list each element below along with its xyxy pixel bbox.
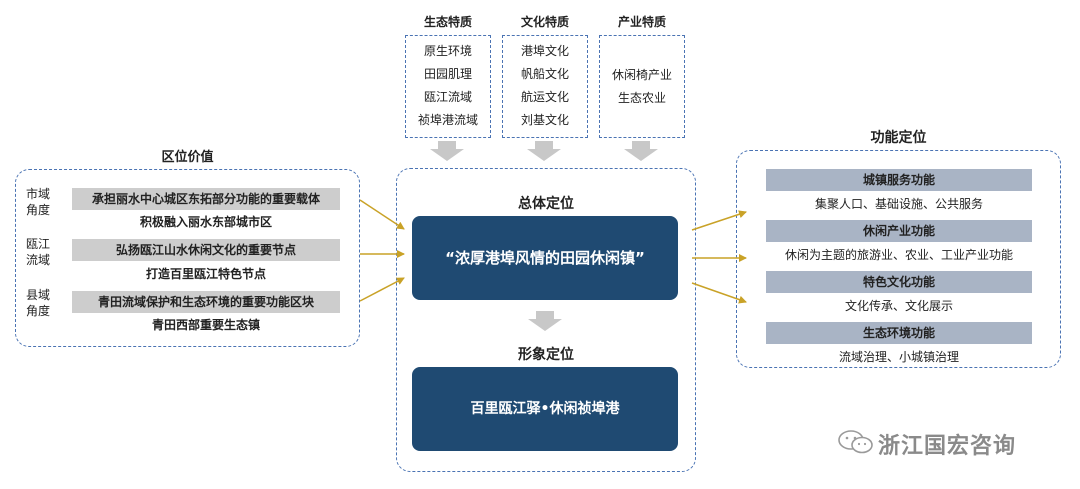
function-panel bbox=[736, 150, 1061, 368]
trait-item: 生态农业 bbox=[617, 91, 666, 105]
row-label: 县域 角度 bbox=[26, 288, 51, 318]
location-bar: 承担丽水中心城区东拓部分功能的重要载体 bbox=[72, 188, 340, 210]
location-value-panel bbox=[15, 169, 360, 347]
image-title: 形象定位 bbox=[518, 347, 574, 363]
overall-title: 总体定位 bbox=[518, 196, 574, 212]
location-bar: 弘扬瓯江山水休闲文化的重要节点 bbox=[72, 239, 340, 261]
arrow-icon bbox=[691, 282, 747, 304]
location-line: 积极融入丽水东部城市区 bbox=[139, 215, 272, 229]
function-line: 文化传承、文化展示 bbox=[844, 299, 953, 313]
arrow-icon bbox=[691, 210, 747, 231]
function-line: 流域治理、小城镇治理 bbox=[838, 350, 959, 364]
location-bar: 青田流域保护和生态环境的重要功能区块 bbox=[72, 291, 340, 313]
trait-item: 帆船文化 bbox=[520, 67, 569, 81]
function-bar: 城镇服务功能 bbox=[766, 169, 1032, 191]
trait-item: 港埠文化 bbox=[520, 44, 569, 58]
down-arrow-icon bbox=[430, 141, 464, 161]
trait-item: 田园肌理 bbox=[423, 67, 472, 81]
location-value-title: 区位价值 bbox=[161, 150, 214, 165]
trait-item: 休闲椅产业 bbox=[611, 68, 672, 82]
function-bar: 特色文化功能 bbox=[766, 271, 1032, 293]
row-label: 市域 角度 bbox=[26, 187, 51, 217]
function-line: 集聚人口、基础设施、公共服务 bbox=[814, 197, 983, 211]
down-arrow-icon bbox=[624, 141, 658, 161]
trait-box-culture: 港埠文化 帆船文化 航运文化 刘基文化 bbox=[502, 35, 588, 138]
down-arrow-icon bbox=[527, 141, 561, 161]
trait-box-ecology: 原生环境 田园肌理 瓯江流域 祯埠港流域 bbox=[405, 35, 491, 138]
trait-item: 祯埠港流域 bbox=[417, 113, 478, 127]
arrow-icon bbox=[359, 277, 405, 302]
trait-title-culture: 文化特质 bbox=[520, 15, 569, 29]
trait-item: 原生环境 bbox=[423, 44, 472, 58]
overall-positioning-box: “浓厚港埠风情的田园休闲镇” bbox=[412, 216, 678, 300]
function-bar: 生态环境功能 bbox=[766, 322, 1032, 344]
row-label: 瓯江 流域 bbox=[26, 237, 51, 267]
trait-item: 刘基文化 bbox=[520, 113, 569, 127]
function-bar: 休闲产业功能 bbox=[766, 220, 1032, 242]
watermark-text: 浙江国宏咨询 bbox=[878, 434, 1017, 459]
wechat-icon bbox=[838, 430, 873, 454]
image-positioning-box: 百里瓯江驿•休闲祯埠港 bbox=[412, 367, 678, 451]
trait-title-ecology: 生态特质 bbox=[423, 15, 472, 29]
location-line: 打造百里瓯江特色节点 bbox=[145, 267, 266, 281]
function-title: 功能定位 bbox=[870, 130, 927, 146]
down-arrow-icon bbox=[528, 311, 562, 331]
trait-title-industry: 产业特质 bbox=[617, 15, 666, 29]
positioning-panel bbox=[396, 168, 696, 472]
location-line: 青田西部重要生态镇 bbox=[151, 318, 260, 332]
function-line: 休闲为主题的旅游业、农业、工业产业功能 bbox=[784, 248, 1013, 262]
trait-item: 瓯江流域 bbox=[423, 90, 472, 104]
trait-item: 航运文化 bbox=[520, 90, 569, 104]
arrow-icon bbox=[359, 199, 405, 230]
trait-box-industry: 休闲椅产业 生态农业 bbox=[599, 35, 685, 138]
